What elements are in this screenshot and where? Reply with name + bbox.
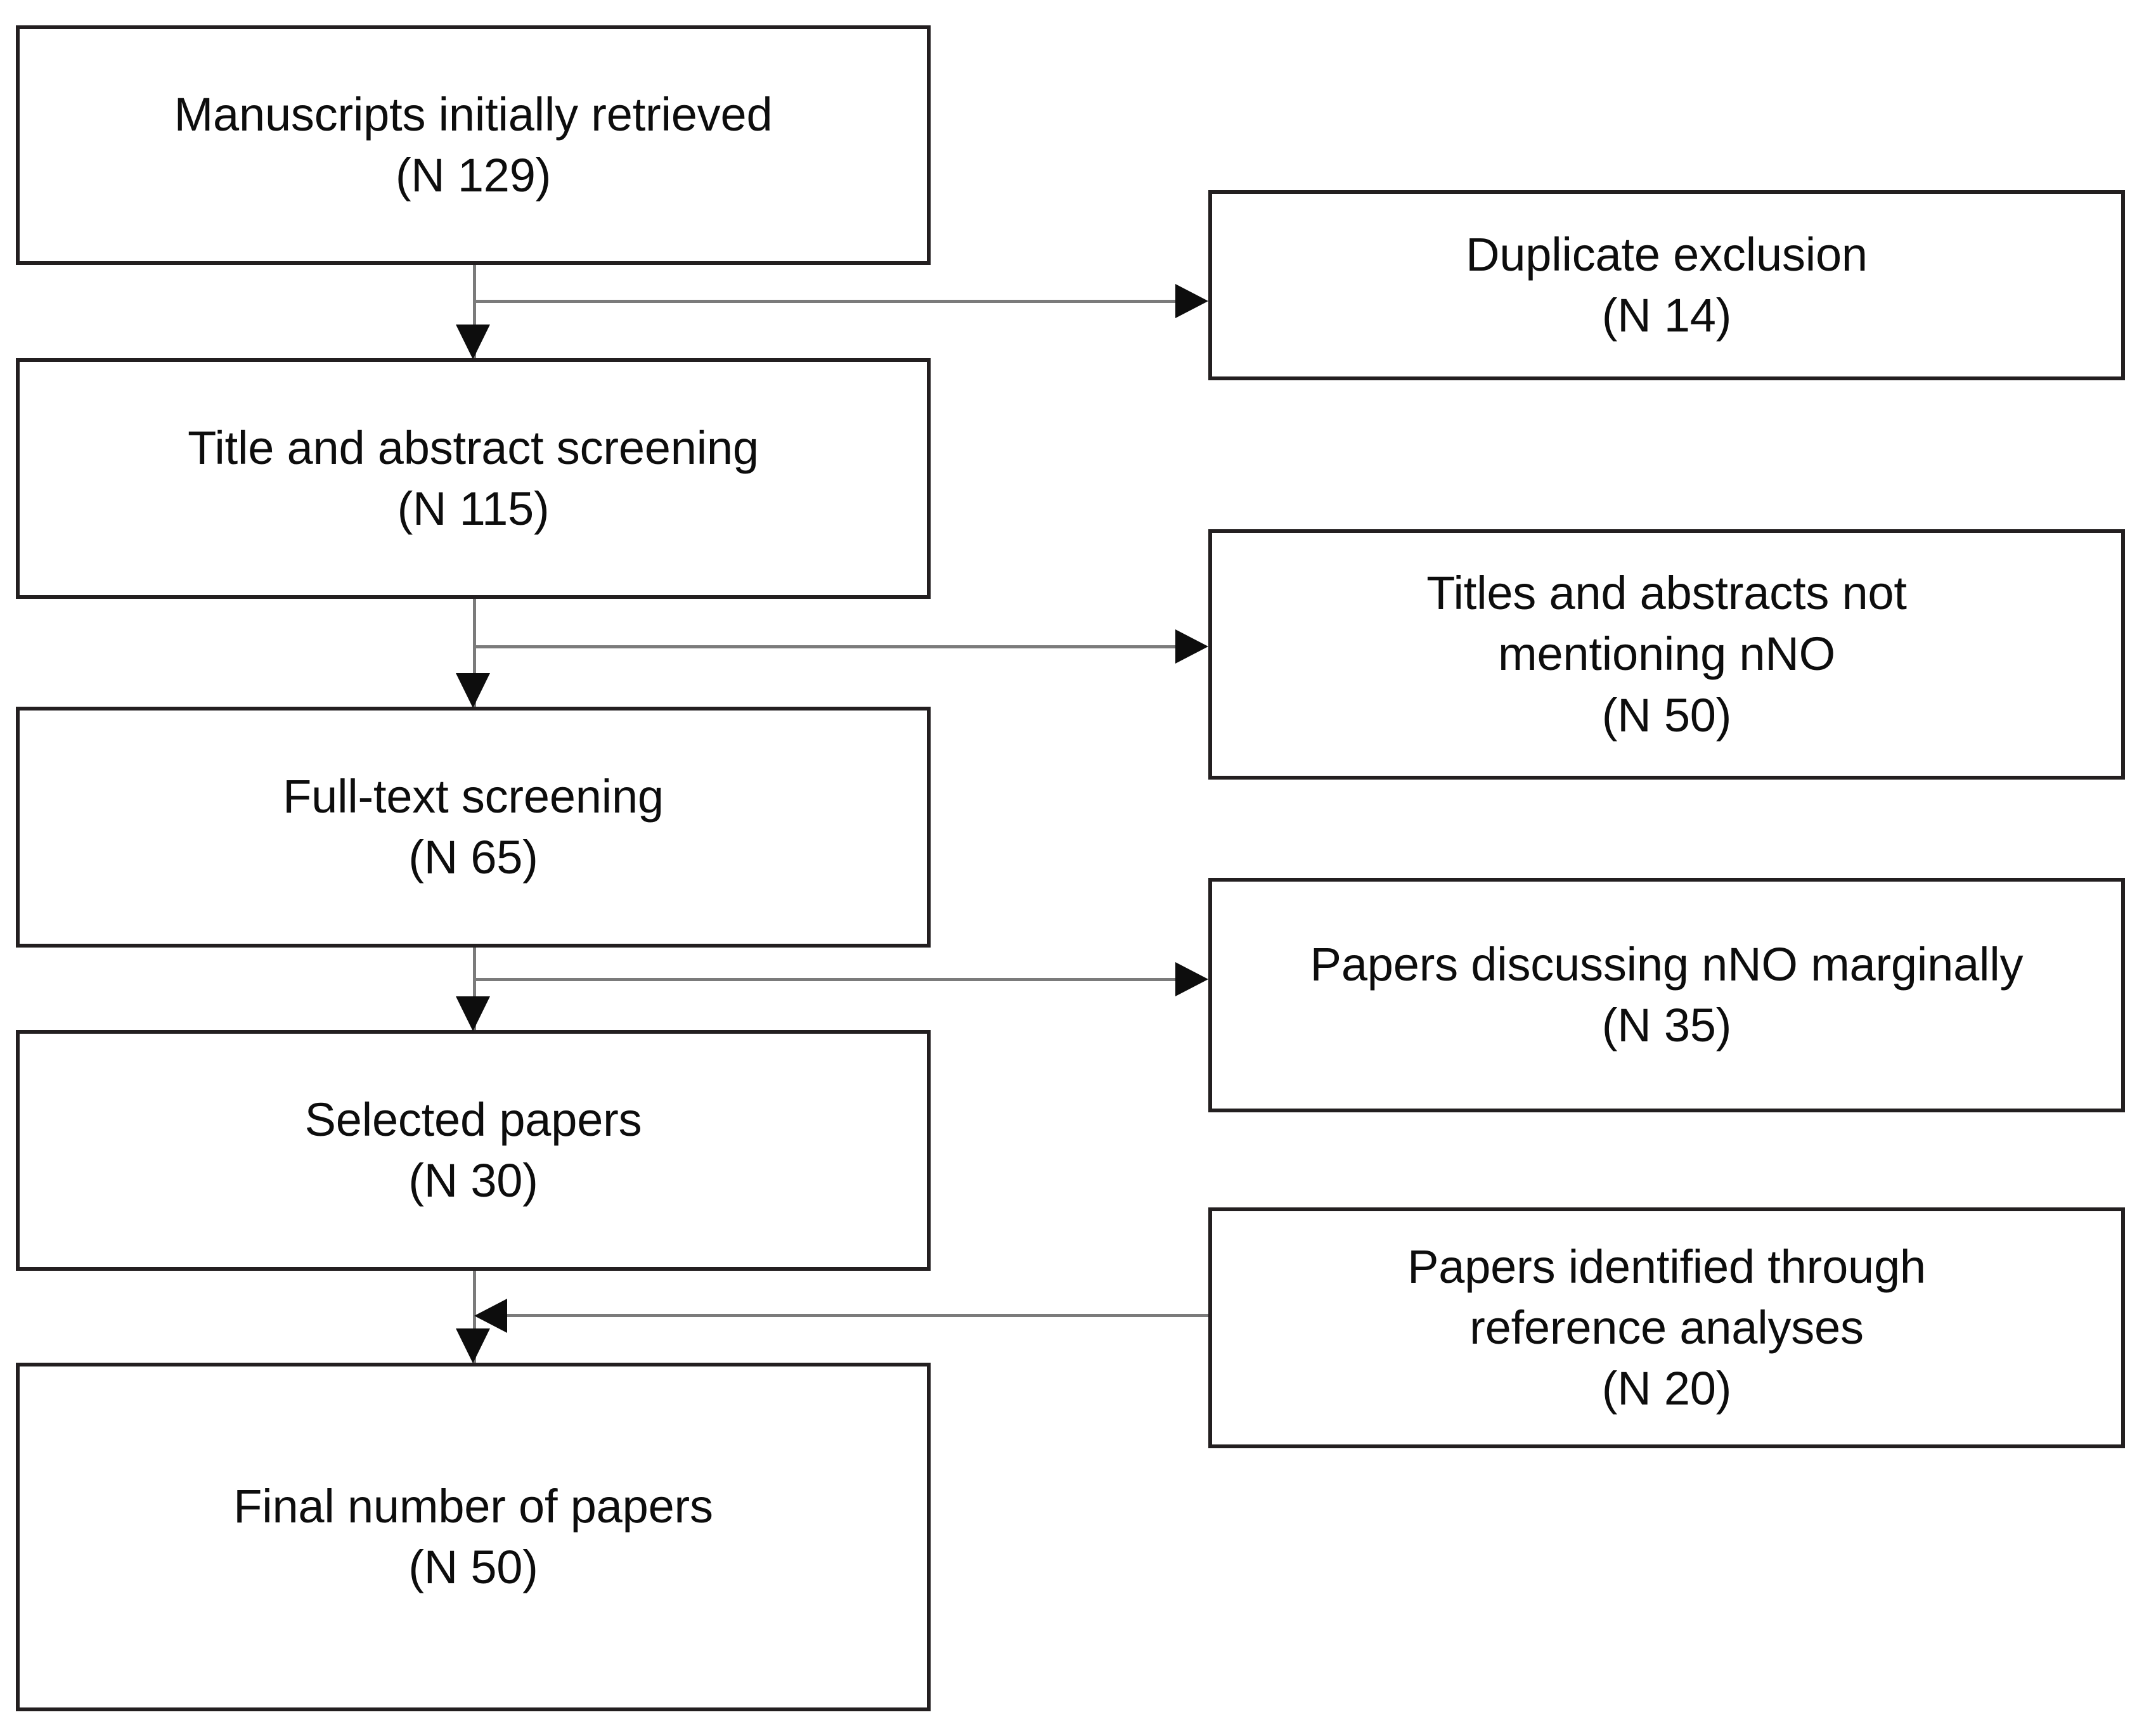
flow-node-titles-abstracts-not-mentioning-nno[interactable]: Titles and abstracts not mentioning nNO … <box>1208 529 2125 780</box>
connector-line-manuscripts-to-title-abstract <box>473 265 476 358</box>
arrowhead-right-into-duplicate-exclusion <box>1175 284 1208 318</box>
node-title-line1: Titles and abstracts not <box>1426 567 1907 620</box>
arrowhead-left-into-main-flow <box>474 1299 507 1333</box>
connector-line-to-titles-abstracts-not-mentioning-nno <box>476 645 1180 648</box>
node-count: (N 115) <box>397 482 550 535</box>
flow-node-duplicate-exclusion[interactable]: Duplicate exclusion (N 14) <box>1208 190 2125 380</box>
node-count: (N 129) <box>395 149 552 202</box>
arrowhead-down-into-full-text <box>456 673 490 708</box>
node-title-line2: reference analyses <box>1469 1301 1864 1354</box>
node-title: Selected papers <box>304 1093 642 1146</box>
arrowhead-down-into-selected-papers <box>456 996 490 1031</box>
flow-node-selected-papers[interactable]: Selected papers (N 30) <box>16 1030 931 1271</box>
arrowhead-down-into-title-abstract <box>456 325 490 359</box>
connector-line-from-papers-identified-through-reference-analyses <box>507 1314 1208 1317</box>
node-title-line1: Papers identified through <box>1407 1240 1926 1293</box>
node-count: (N 30) <box>408 1154 538 1207</box>
flow-node-manuscripts-retrieved[interactable]: Manuscripts initially retrieved (N 129) <box>16 25 931 265</box>
node-title: Full-text screening <box>283 769 664 823</box>
connector-line-full-text-to-selected-papers <box>473 948 476 1030</box>
node-count: (N 35) <box>1601 999 1732 1051</box>
node-title: Final number of papers <box>233 1479 713 1533</box>
flow-node-title-abstract-screening[interactable]: Title and abstract screening (N 115) <box>16 358 931 599</box>
flow-node-final-number-papers[interactable]: Final number of papers (N 50) <box>16 1363 931 1711</box>
node-title: Duplicate exclusion <box>1466 228 1868 281</box>
node-count: (N 14) <box>1601 289 1732 342</box>
flow-node-full-text-screening[interactable]: Full-text screening (N 65) <box>16 707 931 948</box>
node-title-line2: mentioning nNO <box>1498 627 1835 681</box>
arrowhead-down-into-final-number-papers <box>456 1328 490 1363</box>
arrowhead-right-into-titles-abstracts-not-mentioning-nno <box>1175 629 1208 664</box>
connector-line-title-abstract-to-full-text <box>473 599 476 707</box>
flow-node-papers-identified-through-reference-analyses[interactable]: Papers identified through reference anal… <box>1208 1207 2125 1448</box>
connector-line-to-papers-discussing-nno-marginally <box>476 978 1180 981</box>
node-count: (N 50) <box>1601 688 1732 742</box>
connector-line-to-duplicate-exclusion <box>476 300 1180 303</box>
node-count: (N 65) <box>408 831 538 884</box>
flow-node-papers-discussing-nno-marginally[interactable]: Papers discussing nNO marginally (N 35) <box>1208 878 2125 1112</box>
arrowhead-right-into-papers-discussing-nno-marginally <box>1175 962 1208 996</box>
node-title: Manuscripts initially retrieved <box>174 87 773 141</box>
node-title: Title and abstract screening <box>188 421 759 474</box>
node-count: (N 20) <box>1601 1362 1732 1415</box>
node-title: Papers discussing nNO marginally <box>1310 937 2024 991</box>
node-count: (N 50) <box>408 1541 538 1593</box>
